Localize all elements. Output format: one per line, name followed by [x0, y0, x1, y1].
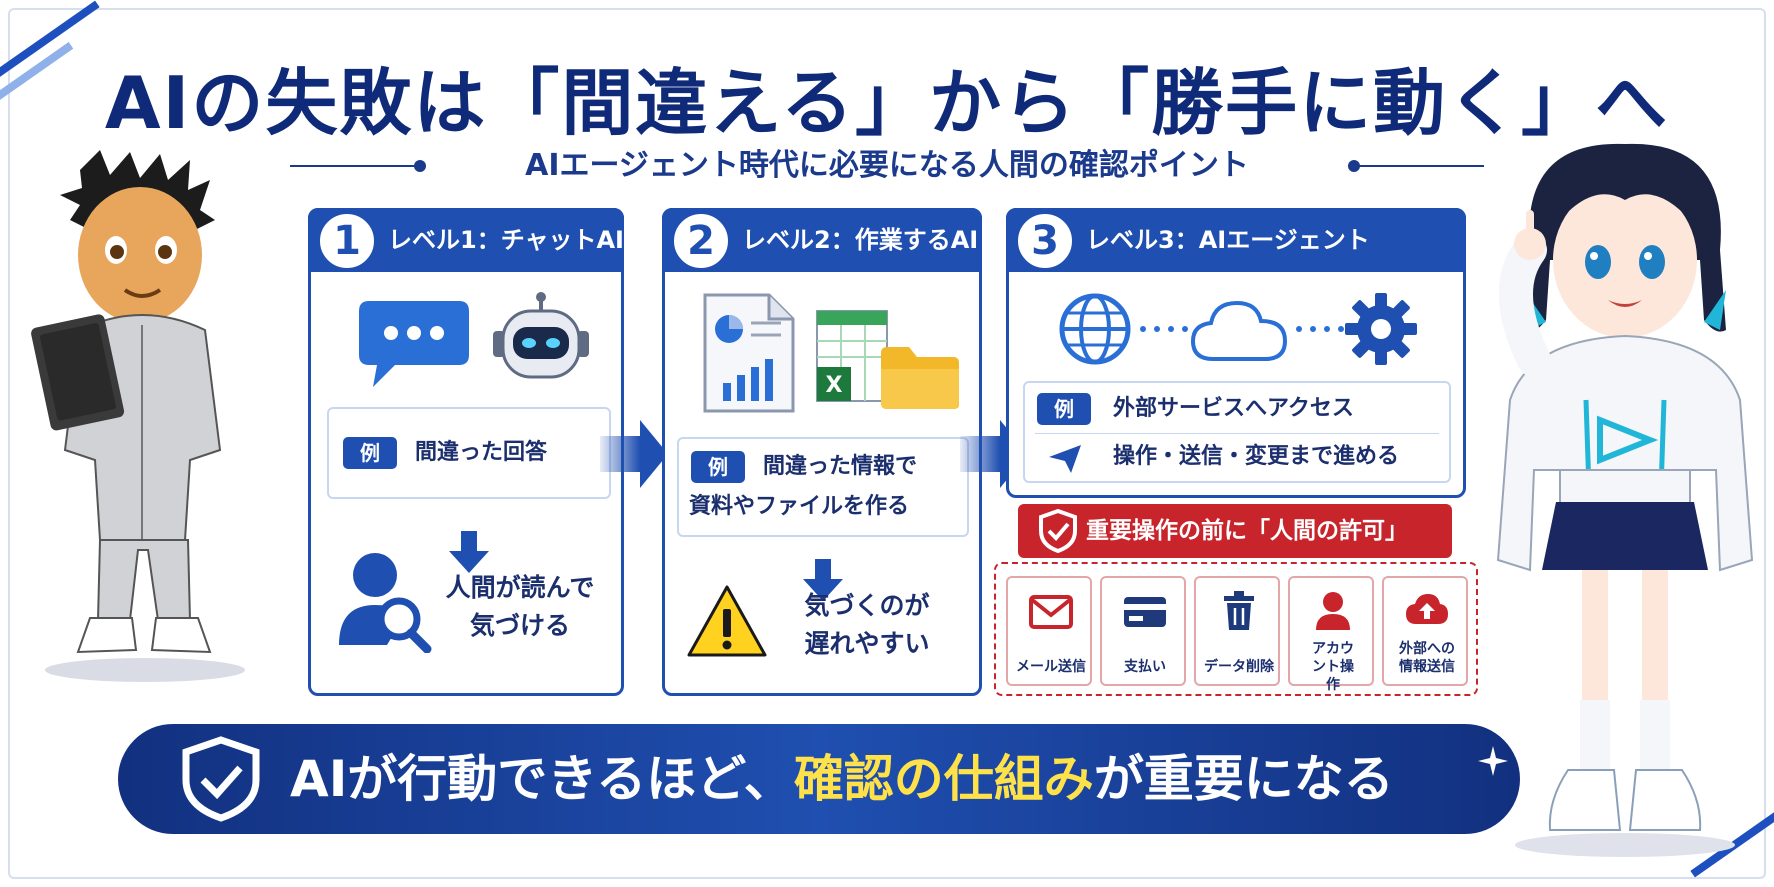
conclusion-highlight: 確認の仕組み [793, 750, 1094, 808]
level-2-number: 2 [670, 210, 732, 272]
level-1-example-text: 間違った回答 [415, 440, 548, 465]
level-3-example-box: 例 外部サービスへアクセス 操作・送信・変更まで進める [1023, 381, 1451, 483]
level-3-panel: 3 レベル3：AIエージェント [1006, 208, 1466, 498]
level-2-panel: 2 レベル2：作業するAI X 例 間違った情報で 資料やファイルを作る [662, 208, 982, 696]
level-1-example-box: 例 間違った回答 [327, 407, 611, 499]
operation-label: データ削除 [1204, 659, 1274, 675]
example-divider [1035, 433, 1439, 434]
level-3-example-line-2: 操作・送信・変更まで進める [1113, 444, 1400, 469]
approval-banner-text: 重要操作の前に「人間の許可」 [1086, 518, 1408, 544]
document-chart-icon [703, 293, 795, 413]
robot-icon [493, 292, 589, 379]
level-3-number: 3 [1014, 210, 1076, 272]
dotted-connector [1140, 326, 1188, 332]
example-tag: 例 [343, 437, 397, 469]
operation-card-payment: 支払い [1100, 576, 1186, 686]
operation-label: 外部への情報送信 [1399, 641, 1455, 675]
level-2-example-line-2: 資料やファイルを作る [689, 494, 910, 519]
user-search-icon [339, 553, 432, 653]
subtitle-line-right [1354, 165, 1484, 167]
girl-character-illustration [1496, 143, 1754, 857]
example-tag: 例 [1037, 393, 1091, 425]
sparkle-icon [1478, 746, 1508, 776]
level-2-example-box: 例 間違った情報で 資料やファイルを作る [677, 437, 969, 537]
cloud-icon [1190, 300, 1288, 361]
example-tag: 例 [691, 451, 745, 483]
approval-operations: メール送信 支払い データ削除 アカウント操作 [994, 562, 1478, 696]
approval-banner: 重要操作の前に「人間の許可」 [1018, 504, 1452, 558]
operation-card-mail: メール送信 [1006, 576, 1092, 686]
cloud-upload-icon [1406, 594, 1448, 624]
trash-icon [1224, 591, 1254, 630]
shield-check-icon [182, 736, 260, 822]
folder-icon [881, 347, 959, 409]
spreadsheet-icon: X [816, 310, 888, 402]
credit-card-icon [1124, 597, 1166, 627]
level-2-header: 2 レベル2：作業するAI [662, 208, 982, 272]
result-line: 人間が読んで [445, 573, 595, 602]
operation-card-account: アカウント操作 [1288, 576, 1374, 693]
gear-icon [1345, 293, 1417, 365]
level-1-title: レベル1：チャットAI [388, 226, 624, 254]
operation-label: アカウント操作 [1312, 641, 1354, 693]
svg-text:X: X [826, 373, 843, 398]
conclusion-prefix: AIが行動できるほど、 [290, 750, 794, 808]
level-2-example-line-1: 間違った情報で [763, 454, 918, 479]
operation-card-external-send: 外部への情報送信 [1382, 576, 1468, 686]
page-frame [8, 8, 1766, 879]
level-3-header: 3 レベル3：AIエージェント [1006, 208, 1466, 272]
send-icon [1049, 445, 1081, 473]
level-1-panel: 1 レベル1：チャットAI 例 間違った回答 人間が読んで 気づける [308, 208, 624, 696]
subtitle-dot-left [414, 160, 426, 172]
chat-bubble-icon [359, 301, 469, 387]
result-line: 気づくのが [804, 591, 930, 620]
level-1-header: 1 レベル1：チャットAI [308, 208, 624, 272]
boy-character-illustration [31, 150, 245, 682]
subtitle-line-left [290, 165, 420, 167]
down-arrow-icon [449, 531, 489, 573]
subtitle: AIエージェント時代に必要になる人間の確認ポイント [525, 148, 1249, 183]
conclusion-text: AIが行動できるほど、確認の仕組みが重要になる [290, 724, 1394, 834]
down-arrow-icon [803, 559, 843, 601]
level-1-number: 1 [316, 210, 378, 272]
page-title: AIの失敗は「間違える」から「勝手に動く」へ [104, 61, 1670, 145]
level-3-title: レベル3：AIエージェント [1086, 226, 1370, 254]
user-icon [1316, 592, 1350, 630]
operation-label: 支払い [1124, 659, 1166, 675]
dotted-connector [1296, 326, 1344, 332]
level-2-result: 気づくのが 遅れやすい [777, 587, 957, 663]
warning-icon [687, 585, 767, 657]
globe-icon [1059, 293, 1131, 365]
level-2-title: レベル2：作業するAI [742, 226, 979, 254]
mail-icon [1029, 595, 1073, 629]
operation-card-delete: データ削除 [1194, 576, 1280, 686]
conclusion-banner: AIが行動できるほど、確認の仕組みが重要になる [118, 724, 1520, 834]
level-3-example-line-1: 外部サービスへアクセス [1113, 396, 1354, 421]
operation-label: メール送信 [1016, 659, 1086, 675]
result-line: 気づける [469, 611, 570, 640]
result-line: 遅れやすい [804, 629, 930, 658]
shield-check-icon [1039, 509, 1077, 553]
conclusion-suffix: が重要になる [1093, 750, 1394, 808]
level-1-result: 人間が読んで 気づける [435, 569, 605, 645]
subtitle-row: AIエージェント時代に必要になる人間の確認ポイント [290, 146, 1484, 186]
